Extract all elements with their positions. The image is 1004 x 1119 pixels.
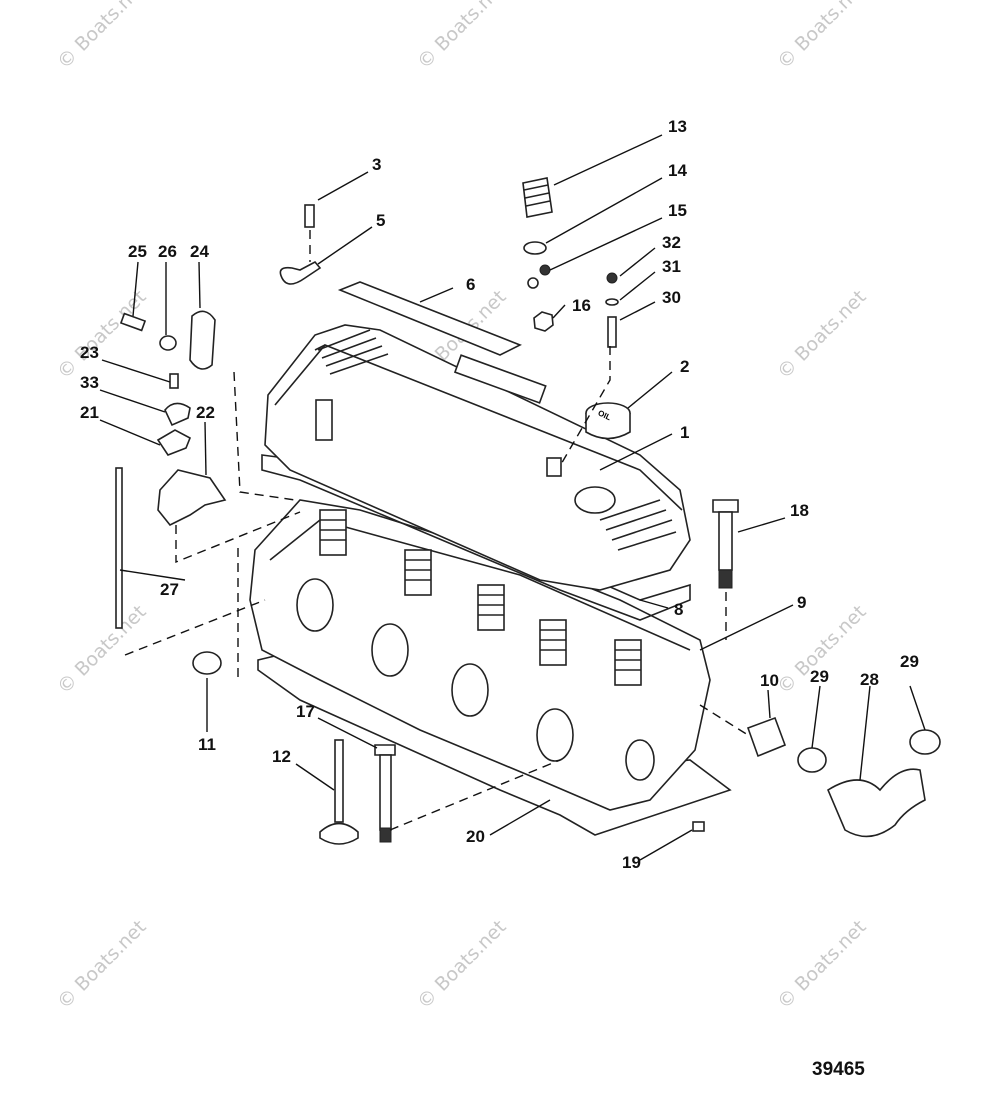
callout-19: 19 — [622, 853, 641, 872]
bracket-washer — [159, 335, 177, 351]
cover-nut — [533, 311, 554, 332]
callout-17: 17 — [296, 702, 315, 721]
stud-boss — [546, 457, 562, 477]
cover-decal — [337, 281, 522, 356]
callout-25: 25 — [128, 242, 147, 261]
watermark: © Boats.net — [773, 916, 871, 1014]
o-ring — [192, 651, 222, 675]
rocker-arm-bracket — [157, 469, 227, 527]
nut — [527, 277, 539, 289]
rocker-cover — [264, 324, 691, 591]
breather-grommet — [522, 177, 553, 218]
callout-9: 9 — [797, 593, 806, 612]
dipstick-tube — [115, 467, 123, 629]
hose-clamp — [909, 729, 941, 755]
watermark: © Boats.net — [53, 916, 151, 1014]
callout-26: 26 — [158, 242, 177, 261]
nut — [539, 264, 551, 276]
watermark: © Boats.net — [53, 601, 151, 699]
callout-21: 21 — [80, 403, 99, 422]
leader-lines — [99, 134, 926, 861]
callout-15: 15 — [668, 201, 687, 220]
callout-11: 11 — [198, 735, 216, 754]
oil-fill-cap: OIL — [585, 402, 631, 440]
callout-29: 29 — [900, 652, 919, 671]
bracket-bolt — [169, 373, 179, 389]
callout-23: 23 — [80, 343, 99, 362]
breather-tube — [315, 399, 333, 441]
callout-10: 10 — [760, 671, 779, 690]
cover-ribs — [317, 329, 677, 551]
bracket-plate — [189, 310, 216, 370]
callout-28: 28 — [860, 670, 879, 689]
bracket-retainer — [164, 402, 191, 427]
callout-31: 31 — [662, 257, 681, 276]
watermark: © Boats.net — [53, 286, 151, 384]
cover-stud — [607, 316, 617, 348]
stud-nut — [606, 272, 618, 284]
head-bolt — [712, 499, 739, 589]
bypass-hose — [826, 768, 926, 838]
callout-22: 22 — [196, 403, 215, 422]
water-sleeve — [746, 716, 787, 758]
callout-5: 5 — [376, 211, 385, 230]
head-bolt-short — [374, 744, 396, 843]
callout-2: 2 — [680, 357, 689, 376]
watermark: © Boats.net — [773, 286, 871, 384]
cover-nameplate — [453, 354, 547, 404]
callout-3: 3 — [372, 155, 381, 174]
callout-13: 13 — [668, 117, 687, 136]
callout-16: 16 — [572, 296, 591, 315]
callout-29: 29 — [810, 667, 829, 686]
pipe-plug — [692, 821, 705, 832]
valve-springs — [319, 509, 642, 686]
callout-30: 30 — [662, 288, 681, 307]
callout-20: 20 — [466, 827, 485, 846]
callout-6: 6 — [466, 275, 475, 294]
valve — [319, 739, 359, 845]
callout-24: 24 — [190, 242, 209, 261]
callout-1: 1 — [680, 423, 689, 442]
watermark: © Boats.net — [773, 0, 871, 74]
callout-32: 32 — [662, 233, 681, 252]
hose-clamp — [797, 747, 827, 773]
watermark: © Boats.net — [413, 0, 511, 74]
stud-washer — [605, 298, 619, 306]
callout-18: 18 — [790, 501, 809, 520]
oil-fill-opening — [574, 486, 616, 514]
callout-27: 27 — [160, 580, 179, 599]
bracket-screw — [119, 312, 147, 332]
callout-33: 33 — [80, 373, 99, 392]
wire-clip — [279, 260, 322, 285]
callout-12: 12 — [272, 747, 291, 766]
grommet-washer — [523, 241, 547, 255]
watermark: © Boats.net — [53, 0, 151, 74]
callout-8: 8 — [674, 600, 683, 619]
cover-bolt — [304, 204, 315, 228]
figure-number: 39465 — [812, 1059, 865, 1080]
callout-labels: 13 14 15 3 5 32 31 30 25 26 24 6 16 23 3… — [80, 117, 919, 872]
watermark: © Boats.net — [413, 916, 511, 1014]
callout-14: 14 — [668, 161, 687, 180]
bracket-clip — [156, 429, 192, 456]
